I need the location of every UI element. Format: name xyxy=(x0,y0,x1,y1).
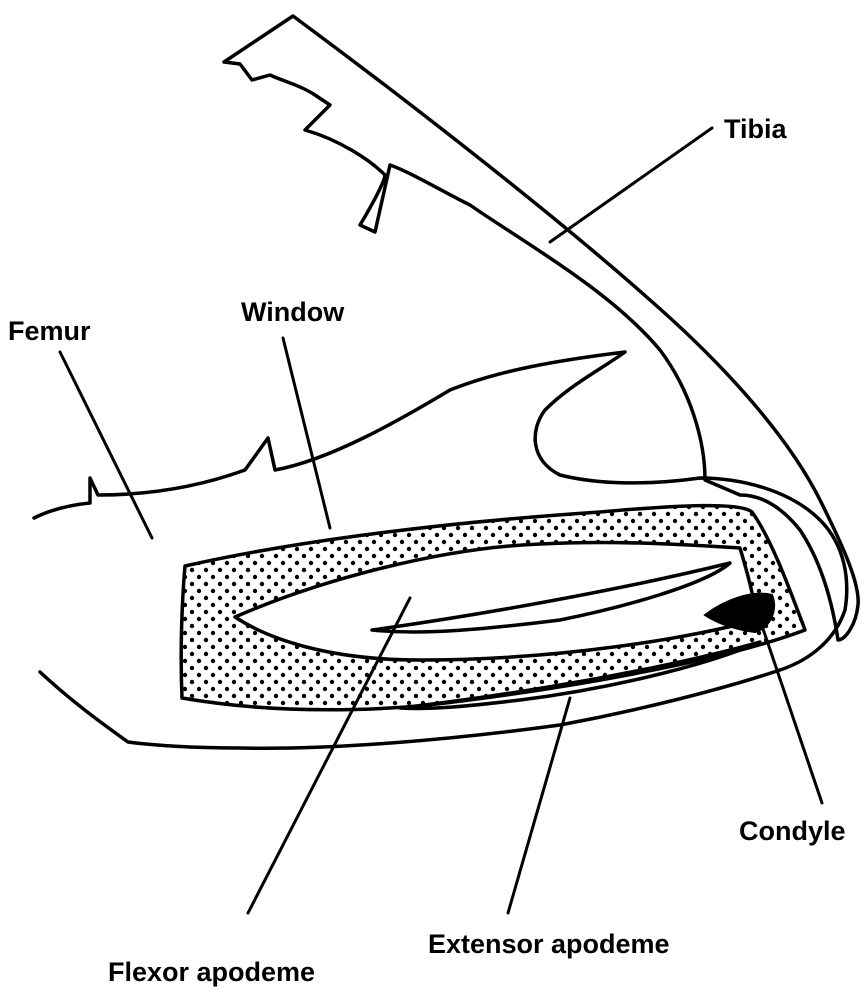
tibia-leader xyxy=(550,128,712,242)
window-leader xyxy=(283,338,330,528)
femur-leader xyxy=(60,352,152,538)
label-window: Window xyxy=(241,297,345,327)
window-band xyxy=(181,506,805,710)
condyle-leader xyxy=(758,614,822,803)
label-condyle: Condyle xyxy=(739,816,846,846)
label-tibia: Tibia xyxy=(724,114,788,144)
label-flexor-apodeme: Flexor apodeme xyxy=(108,957,315,987)
label-extensor-apodeme: Extensor apodeme xyxy=(428,929,670,959)
label-femur: Femur xyxy=(8,316,91,346)
flexor-apodeme xyxy=(372,563,730,632)
